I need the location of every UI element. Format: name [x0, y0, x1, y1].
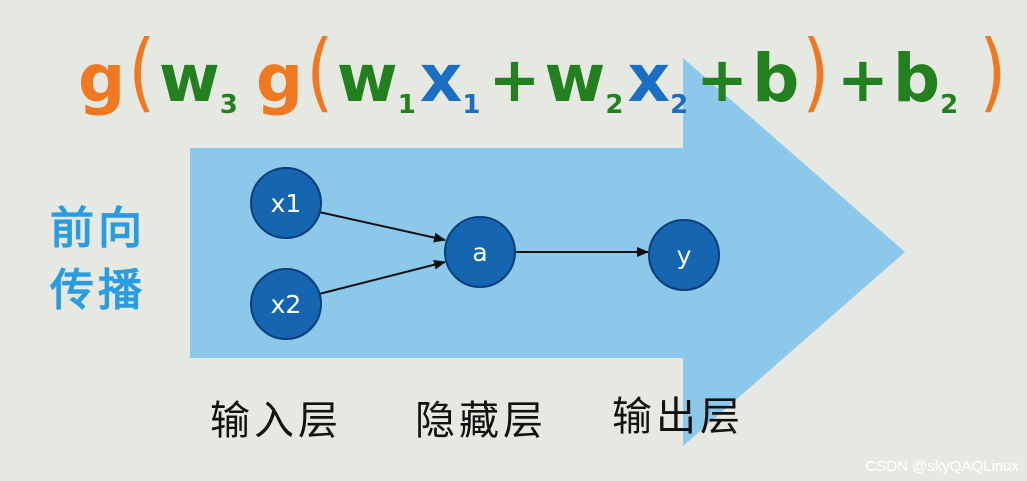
formula-token-op: + [488, 43, 541, 116]
formula-token-op: + [836, 43, 889, 116]
watermark: CSDN @skyQAQLinux [865, 458, 1019, 475]
formula-token-sub: 2 [940, 90, 959, 120]
side-label-line2: 传播 [50, 265, 146, 316]
side-label-forward-propagation: 前向 传播 [50, 198, 146, 322]
formula-token-main: b [892, 40, 941, 117]
formula-token-main: w [158, 40, 220, 117]
formula-token-main: w [544, 40, 606, 117]
node-x2-label: x2 [271, 290, 302, 319]
node-a: a [444, 216, 516, 288]
formula-token-sub: 1 [462, 90, 481, 120]
layer-label-output: 输出层 [612, 394, 744, 440]
edge-x2-to-a [318, 259, 446, 295]
edge-x1-to-a [318, 211, 446, 243]
formula-token-paren: ( [306, 22, 334, 122]
formula-token-sub: 2 [605, 90, 624, 120]
formula-token-main: g [255, 40, 304, 117]
formula-token-main: x [627, 40, 671, 117]
node-x1-label: x1 [271, 189, 302, 218]
node-x1: x1 [250, 167, 322, 239]
layer-label-input: 输入层 [210, 398, 342, 444]
node-x2: x2 [250, 268, 322, 340]
formula-token-sub: 2 [670, 90, 689, 120]
formula-token-paren: ( [128, 22, 156, 122]
formula-token-main: w [336, 40, 398, 117]
formula-token-main: b [752, 40, 800, 117]
side-label-line1: 前向 [50, 203, 146, 254]
formula-token-sub: 1 [397, 90, 416, 120]
node-y-label: y [677, 241, 692, 270]
node-a-label: a [472, 238, 487, 267]
formula-token-paren: ) [979, 22, 1007, 122]
formula-token-op: + [696, 43, 749, 116]
formula-token-paren: ) [802, 22, 830, 122]
node-y: y [648, 219, 720, 291]
layer-label-hidden: 隐藏层 [415, 398, 547, 444]
formula-token-sub: 3 [219, 90, 238, 120]
formula-token-main: g [78, 40, 126, 117]
formula-token-main: x [419, 40, 463, 117]
